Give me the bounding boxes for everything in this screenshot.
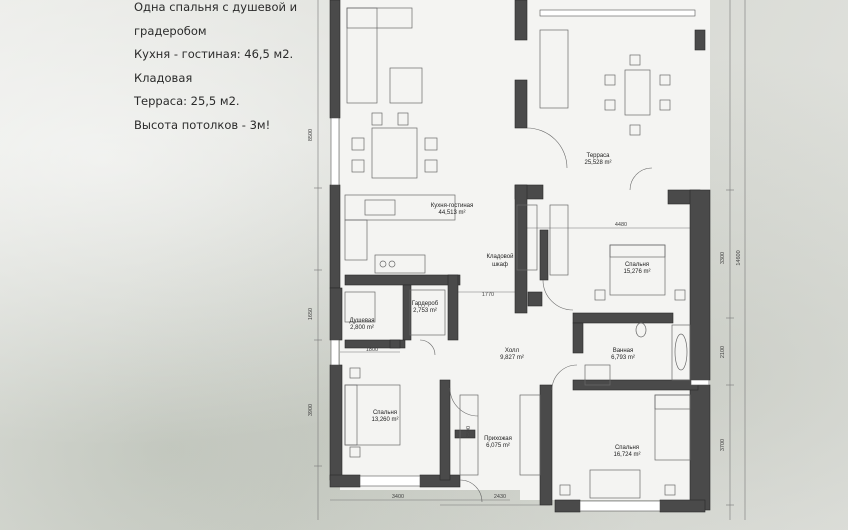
dim-4480: 4480 bbox=[615, 222, 627, 228]
room-labels: Терраса 25,528 m² Кухня-гостиная 44,513 … bbox=[349, 153, 650, 458]
dim-8500: 8500 bbox=[308, 129, 314, 141]
room-name-hall: Холл bbox=[505, 348, 520, 354]
doors bbox=[419, 127, 653, 503]
dim-2100: 2100 bbox=[720, 346, 726, 358]
room-name-bedroom-1: Спальня bbox=[625, 262, 649, 268]
dim-1800: 1800 bbox=[366, 347, 378, 353]
room-name-wardrobe: Гардероб bbox=[412, 301, 439, 307]
description-text: Одна спальня с душевой и градеробом Кухн… bbox=[134, 0, 324, 137]
dimension-lines bbox=[314, 0, 746, 520]
room-area-bedroom-1: 15,276 m² bbox=[623, 269, 650, 275]
dim-1650: 1650 bbox=[308, 308, 314, 320]
room-area-bathroom: 6,793 m² bbox=[611, 355, 635, 361]
room-name-bedroom-2: Спальня bbox=[373, 410, 397, 416]
description-line-5: Терраса: 25,5 м2. bbox=[134, 94, 240, 108]
dimension-labels: 8500 1650 3900 4480 1770 1800 3400 2430 … bbox=[308, 129, 742, 500]
room-name-kitchen: Кухня-гостиная bbox=[431, 203, 473, 209]
dim-3700: 3700 bbox=[720, 439, 726, 451]
furniture bbox=[344, 7, 691, 499]
description-line-6: Высота потолков - 3м! bbox=[134, 117, 271, 132]
dim-1770: 1770 bbox=[482, 292, 494, 298]
walls bbox=[329, 0, 711, 513]
description-line-3: Кухня - гостиная: 46,5 м2. bbox=[134, 47, 294, 61]
room-name-terrace: Терраса bbox=[586, 153, 610, 159]
room-area-shower: 2,800 m² bbox=[350, 325, 374, 331]
room-name-shower: Душевая bbox=[349, 318, 374, 324]
description-line-1: Одна спальня с душевой и bbox=[134, 0, 298, 14]
room-name-bathroom: Ванная bbox=[613, 348, 634, 354]
dim-3900: 3900 bbox=[308, 404, 314, 416]
room-area-wardrobe: 2,753 m² bbox=[413, 308, 437, 314]
room-area-bedroom-2: 13,260 m² bbox=[371, 417, 398, 423]
room-area-bedroom-3: 16,724 m² bbox=[613, 452, 640, 458]
room-name-entrance: Прихожая bbox=[484, 436, 512, 442]
room-area-kitchen: 44,513 m² bbox=[438, 210, 465, 216]
dim-2430: 2430 bbox=[494, 494, 506, 500]
dim-2500: 2500 bbox=[466, 426, 472, 438]
windows bbox=[330, 9, 710, 512]
dim-14600: 14600 bbox=[736, 250, 742, 265]
room-area-hall: 9,827 m² bbox=[500, 355, 524, 361]
room-area-terrace: 25,528 m² bbox=[584, 160, 611, 166]
dim-3300: 3300 bbox=[720, 252, 726, 264]
room-name-bedroom-3: Спальня bbox=[615, 445, 639, 451]
room-area-entrance: 6,075 m² bbox=[486, 443, 510, 449]
dim-3400: 3400 bbox=[392, 494, 404, 500]
description-line-4: Кладовая bbox=[134, 70, 193, 85]
room-area-storage: шкаф bbox=[492, 262, 508, 268]
description-line-2: градеробом bbox=[134, 23, 207, 38]
room-name-storage: Кладовой bbox=[487, 253, 514, 260]
